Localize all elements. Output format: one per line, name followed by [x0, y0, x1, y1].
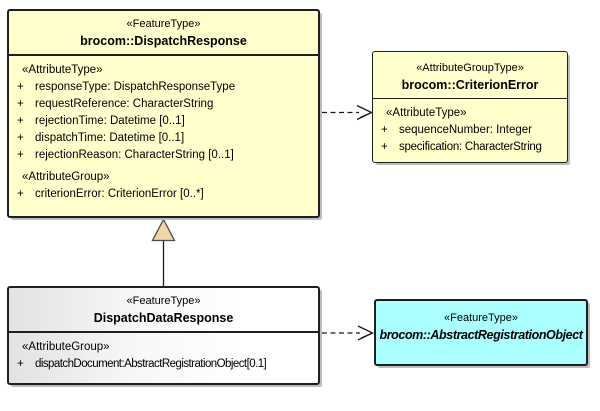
visibility-marker: +: [381, 141, 388, 153]
class-box-dispatch-response[interactable]: «FeatureType» brocom::DispatchResponse «…: [7, 9, 320, 218]
visibility-marker: +: [17, 98, 24, 110]
attribute-text: sequenceNumber: Integer: [399, 124, 532, 136]
attribute-text: specification: CharacterString: [399, 141, 542, 153]
attribute-row: + rejectionReason: CharacterString [0..1…: [9, 147, 316, 164]
attribute-row: + criterionError: CriterionError [0..*]: [9, 186, 316, 203]
visibility-marker: +: [17, 115, 24, 127]
visibility-marker: +: [17, 132, 24, 144]
attribute-type-heading: «AttributeType»: [386, 107, 467, 119]
class-box-abstract-registration-object[interactable]: «FeatureType» brocom::AbstractRegistrati…: [374, 299, 588, 366]
class-name: brocom::CriterionError: [401, 78, 539, 92]
visibility-marker: +: [17, 149, 24, 161]
attribute-text: criterionError: CriterionError [0..*]: [35, 188, 204, 200]
class-box-dispatch-data-response[interactable]: «FeatureType» DispatchDataResponse «Attr…: [7, 286, 320, 385]
dependency-arrow-abstract-registration-object[interactable]: [322, 325, 374, 341]
attribute-row: + dispatchDocument:AbstractRegistrationO…: [9, 356, 316, 373]
attribute-row: + specification: CharacterString: [373, 139, 565, 156]
stereotype-label: «FeatureType»: [126, 295, 201, 307]
attribute-group-heading: «AttributeGroup»: [22, 341, 110, 353]
attribute-type-heading: «AttributeType»: [22, 64, 103, 76]
dependency-arrow-criterion-error[interactable]: [322, 104, 373, 121]
attribute-text: responseType: DispatchResponseType: [35, 81, 236, 93]
class-box-criterion-error[interactable]: «AttributeGroupType» brocom::CriterionEr…: [372, 51, 568, 163]
attributes-compartment: «AttributeType» + responseType: Dispatch…: [9, 54, 318, 203]
visibility-marker: +: [381, 124, 388, 136]
class-name: brocom::DispatchResponse: [80, 34, 247, 48]
class-header: «FeatureType» DispatchDataResponse: [9, 288, 318, 331]
visibility-marker: +: [17, 188, 24, 200]
attribute-row: + sequenceNumber: Integer: [373, 122, 565, 139]
attribute-row: + requestReference: CharacterString: [9, 96, 316, 113]
attribute-text: dispatchTime: Datetime [0..1]: [35, 132, 185, 144]
attribute-row: + dispatchTime: Datetime [0..1]: [9, 130, 316, 147]
attribute-text: dispatchDocument:AbstractRegistrationObj…: [35, 358, 267, 370]
attributes-compartment: «AttributeType» + sequenceNumber: Intege…: [373, 98, 567, 156]
class-name: DispatchDataResponse: [93, 311, 234, 325]
class-name: brocom::AbstractRegistrationObject: [379, 328, 583, 342]
visibility-marker: +: [17, 81, 24, 93]
stereotype-label: «AttributeGroupType»: [416, 62, 524, 74]
attribute-row: + rejectionTime: Datetime [0..1]: [9, 113, 316, 130]
attribute-group-heading: «AttributeGroup»: [22, 171, 110, 183]
class-header: «AttributeGroupType» brocom::CriterionEr…: [373, 52, 567, 98]
attributes-compartment: «AttributeGroup» + dispatchDocument:Abst…: [9, 331, 318, 373]
stereotype-label: «FeatureType»: [126, 18, 201, 30]
attribute-text: rejectionReason: CharacterString [0..1]: [35, 149, 234, 161]
class-header: «FeatureType» brocom::AbstractRegistrati…: [376, 301, 586, 344]
attribute-row: + responseType: DispatchResponseType: [9, 79, 316, 96]
visibility-marker: +: [17, 358, 24, 370]
generalization-arrow[interactable]: [151, 218, 176, 287]
class-header: «FeatureType» brocom::DispatchResponse: [9, 11, 318, 54]
stereotype-label: «FeatureType»: [444, 312, 518, 324]
attribute-text: rejectionTime: Datetime [0..1]: [35, 115, 185, 127]
attribute-text: requestReference: CharacterString: [35, 98, 214, 110]
